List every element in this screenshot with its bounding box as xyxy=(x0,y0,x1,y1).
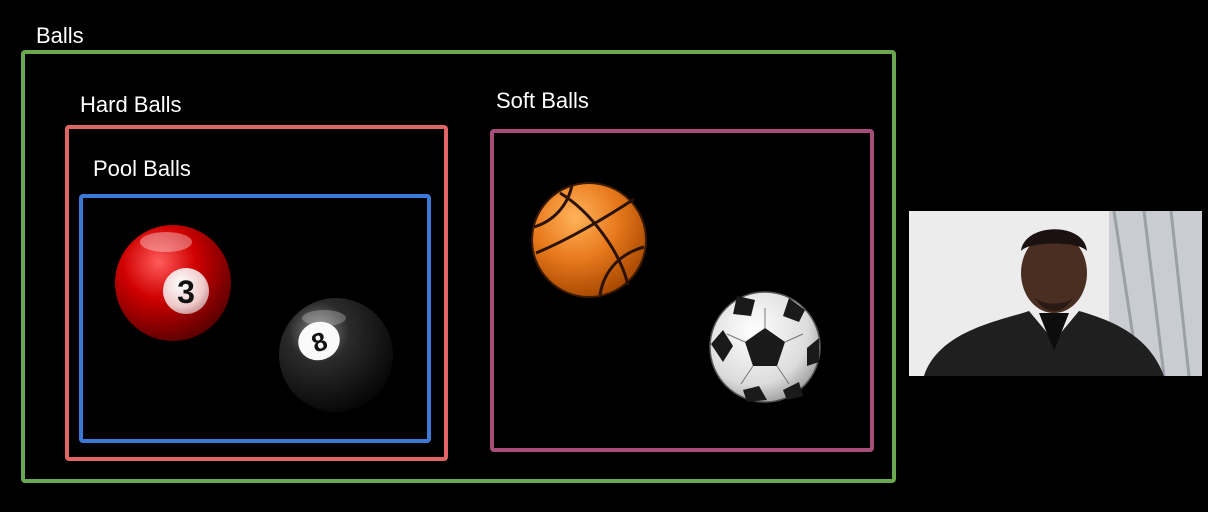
soccer-ball-icon xyxy=(709,291,821,403)
soft-balls-group-box xyxy=(490,129,874,452)
pool-ball-3-number: 3 xyxy=(177,274,195,310)
soft-balls-group-label: Soft Balls xyxy=(496,88,589,113)
man-portrait-photo xyxy=(909,211,1202,376)
basketball-icon xyxy=(531,182,647,298)
hard-balls-group-box xyxy=(65,125,448,461)
pool-balls-group-box xyxy=(79,194,431,443)
balls-group-box xyxy=(21,50,896,483)
hard-balls-group-label: Hard Balls xyxy=(80,92,182,117)
pool-balls-group-label: Pool Balls xyxy=(93,156,191,181)
pool-ball-3-icon: 3 xyxy=(115,225,231,341)
balls-group-label: Balls xyxy=(36,23,84,48)
pool-ball-8-icon: 8 xyxy=(279,298,393,412)
